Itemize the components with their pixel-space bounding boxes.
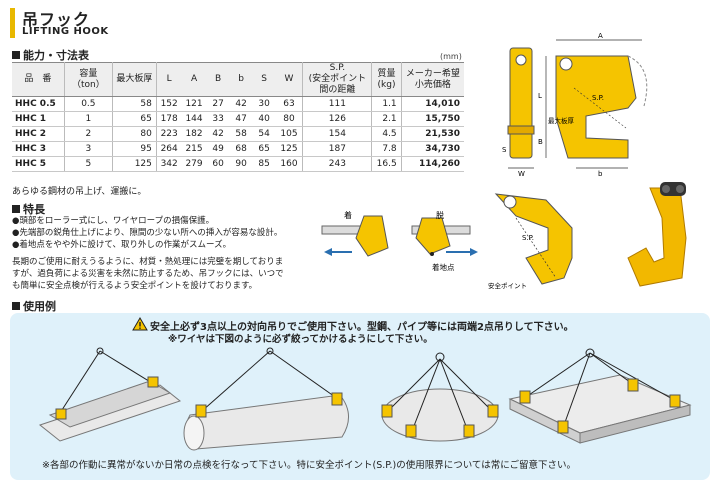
dim-W: W bbox=[518, 170, 525, 178]
table-row: HHC 0.5 0.5 58 152 121 27 42 30 63 111 1… bbox=[12, 96, 464, 112]
list-item: ●先端部の鋭角仕上げにより、隙間の少ない所への挿入が容易な設計。 bbox=[12, 228, 283, 238]
spec-table-header: 品 番 容量（ton） 最大板厚 L A B b S W S.P. (安全ポイン… bbox=[12, 62, 464, 97]
wire-note: ※ワイヤは下図のように必ず絞ってかけるようにして下さい。 bbox=[168, 334, 433, 345]
unit-label: (mm) bbox=[440, 52, 462, 61]
sp-label: S.P. bbox=[522, 234, 534, 242]
page-subtitle: LIFTING HOOK bbox=[22, 26, 109, 37]
page-header: 吊フック LIFTING HOOK bbox=[10, 6, 250, 40]
durability-note: 長期のご使用に耐えうるように、材質・熱処理には完璧を期しておりま すが、過負荷に… bbox=[12, 257, 284, 291]
spec-table: 品 番 容量（ton） 最大板厚 L A B b S W S.P. (安全ポイン… bbox=[12, 62, 464, 172]
round-plate-usage bbox=[381, 352, 499, 442]
square-bullet-icon bbox=[12, 51, 20, 59]
dim-L: L bbox=[538, 92, 542, 100]
dim-S: S bbox=[502, 146, 507, 154]
list-item: ●頭部をローラー式にし、ワイヤロープの損傷保護。 bbox=[12, 216, 215, 226]
col-model: 品 番 bbox=[12, 62, 65, 97]
dim-sp: S.P. bbox=[592, 94, 604, 102]
dim-max-thickness: 最大板厚 bbox=[548, 116, 575, 125]
table-row: HHC 2 2 80 223 182 42 58 54 105 154 4.5 … bbox=[12, 126, 464, 142]
detach-label: 脱 bbox=[436, 210, 444, 220]
warning-icon bbox=[132, 317, 148, 331]
table-row: HHC 5 5 125 342 279 60 90 85 160 243 16.… bbox=[12, 156, 464, 172]
safety-point-label: 安全ポイント bbox=[488, 281, 527, 290]
title-accent-bar bbox=[10, 8, 15, 38]
page-title: 吊フック bbox=[22, 10, 91, 29]
features-heading: 特長 bbox=[12, 201, 45, 217]
dim-B: B bbox=[538, 138, 543, 146]
attach-detach-diagram: 着 脱 着地点 bbox=[321, 210, 478, 272]
col-b: b bbox=[229, 62, 253, 97]
product-photo bbox=[627, 182, 687, 287]
safety-point-diagram: S.P. 安全ポイント bbox=[488, 193, 573, 290]
col-capacity: 容量（ton） bbox=[64, 62, 113, 97]
col-price: メーカー希望 小売価格 bbox=[401, 62, 464, 97]
usage-heading: 使用例 bbox=[12, 298, 56, 314]
usage-warning: 安全上必ず3点以上の対向吊りでご使用下さい。型鋼、パイプ等には両端2点吊りして下… bbox=[150, 322, 574, 333]
col-L: L bbox=[156, 62, 182, 97]
col-B: B bbox=[206, 62, 230, 97]
col-S: S bbox=[252, 62, 276, 97]
col-W: W bbox=[275, 62, 304, 97]
col-A: A bbox=[181, 62, 207, 97]
spec-note: あらゆる鋼材の吊上げ、運搬に。 bbox=[12, 187, 147, 197]
square-bullet-icon bbox=[12, 205, 20, 213]
square-bullet-icon bbox=[12, 302, 20, 310]
dim-A: A bbox=[598, 32, 603, 40]
col-max-thickness: 最大板厚 bbox=[112, 62, 157, 97]
dim-b: b bbox=[598, 170, 603, 178]
pipe-usage bbox=[183, 347, 349, 451]
list-item: ●着地点をやや外に設けて、取り外しの作業がスムーズ。 bbox=[12, 240, 232, 250]
usage-illustrations bbox=[38, 347, 692, 451]
landing-point-label: 着地点 bbox=[432, 262, 455, 272]
dimension-drawing: A b W B S L S.P. 最大板厚 bbox=[502, 32, 648, 178]
h-beam-usage bbox=[38, 347, 182, 442]
features-list: ●頭部をローラー式にし、ワイヤロープの損傷保護。 ●先端部の鋭角仕上げにより、隙… bbox=[12, 215, 312, 251]
usage-footer-note: ※各部の作動に異常がないか日常の点検を行なって下さい。特に安全ポイント(S.P.… bbox=[42, 460, 577, 471]
table-row: HHC 3 3 95 264 215 49 68 65 125 187 7.8 … bbox=[12, 141, 464, 157]
stacked-plates-usage bbox=[508, 348, 692, 444]
specs-heading: 能力・寸法表 bbox=[12, 47, 89, 63]
table-row: HHC 1 1 65 178 144 33 47 40 80 126 2.1 1… bbox=[12, 111, 464, 127]
attach-label: 着 bbox=[344, 210, 352, 220]
col-sp: S.P. (安全ポイント 間の距離 bbox=[302, 62, 373, 97]
col-mass: 質量 (kg) bbox=[371, 62, 402, 97]
